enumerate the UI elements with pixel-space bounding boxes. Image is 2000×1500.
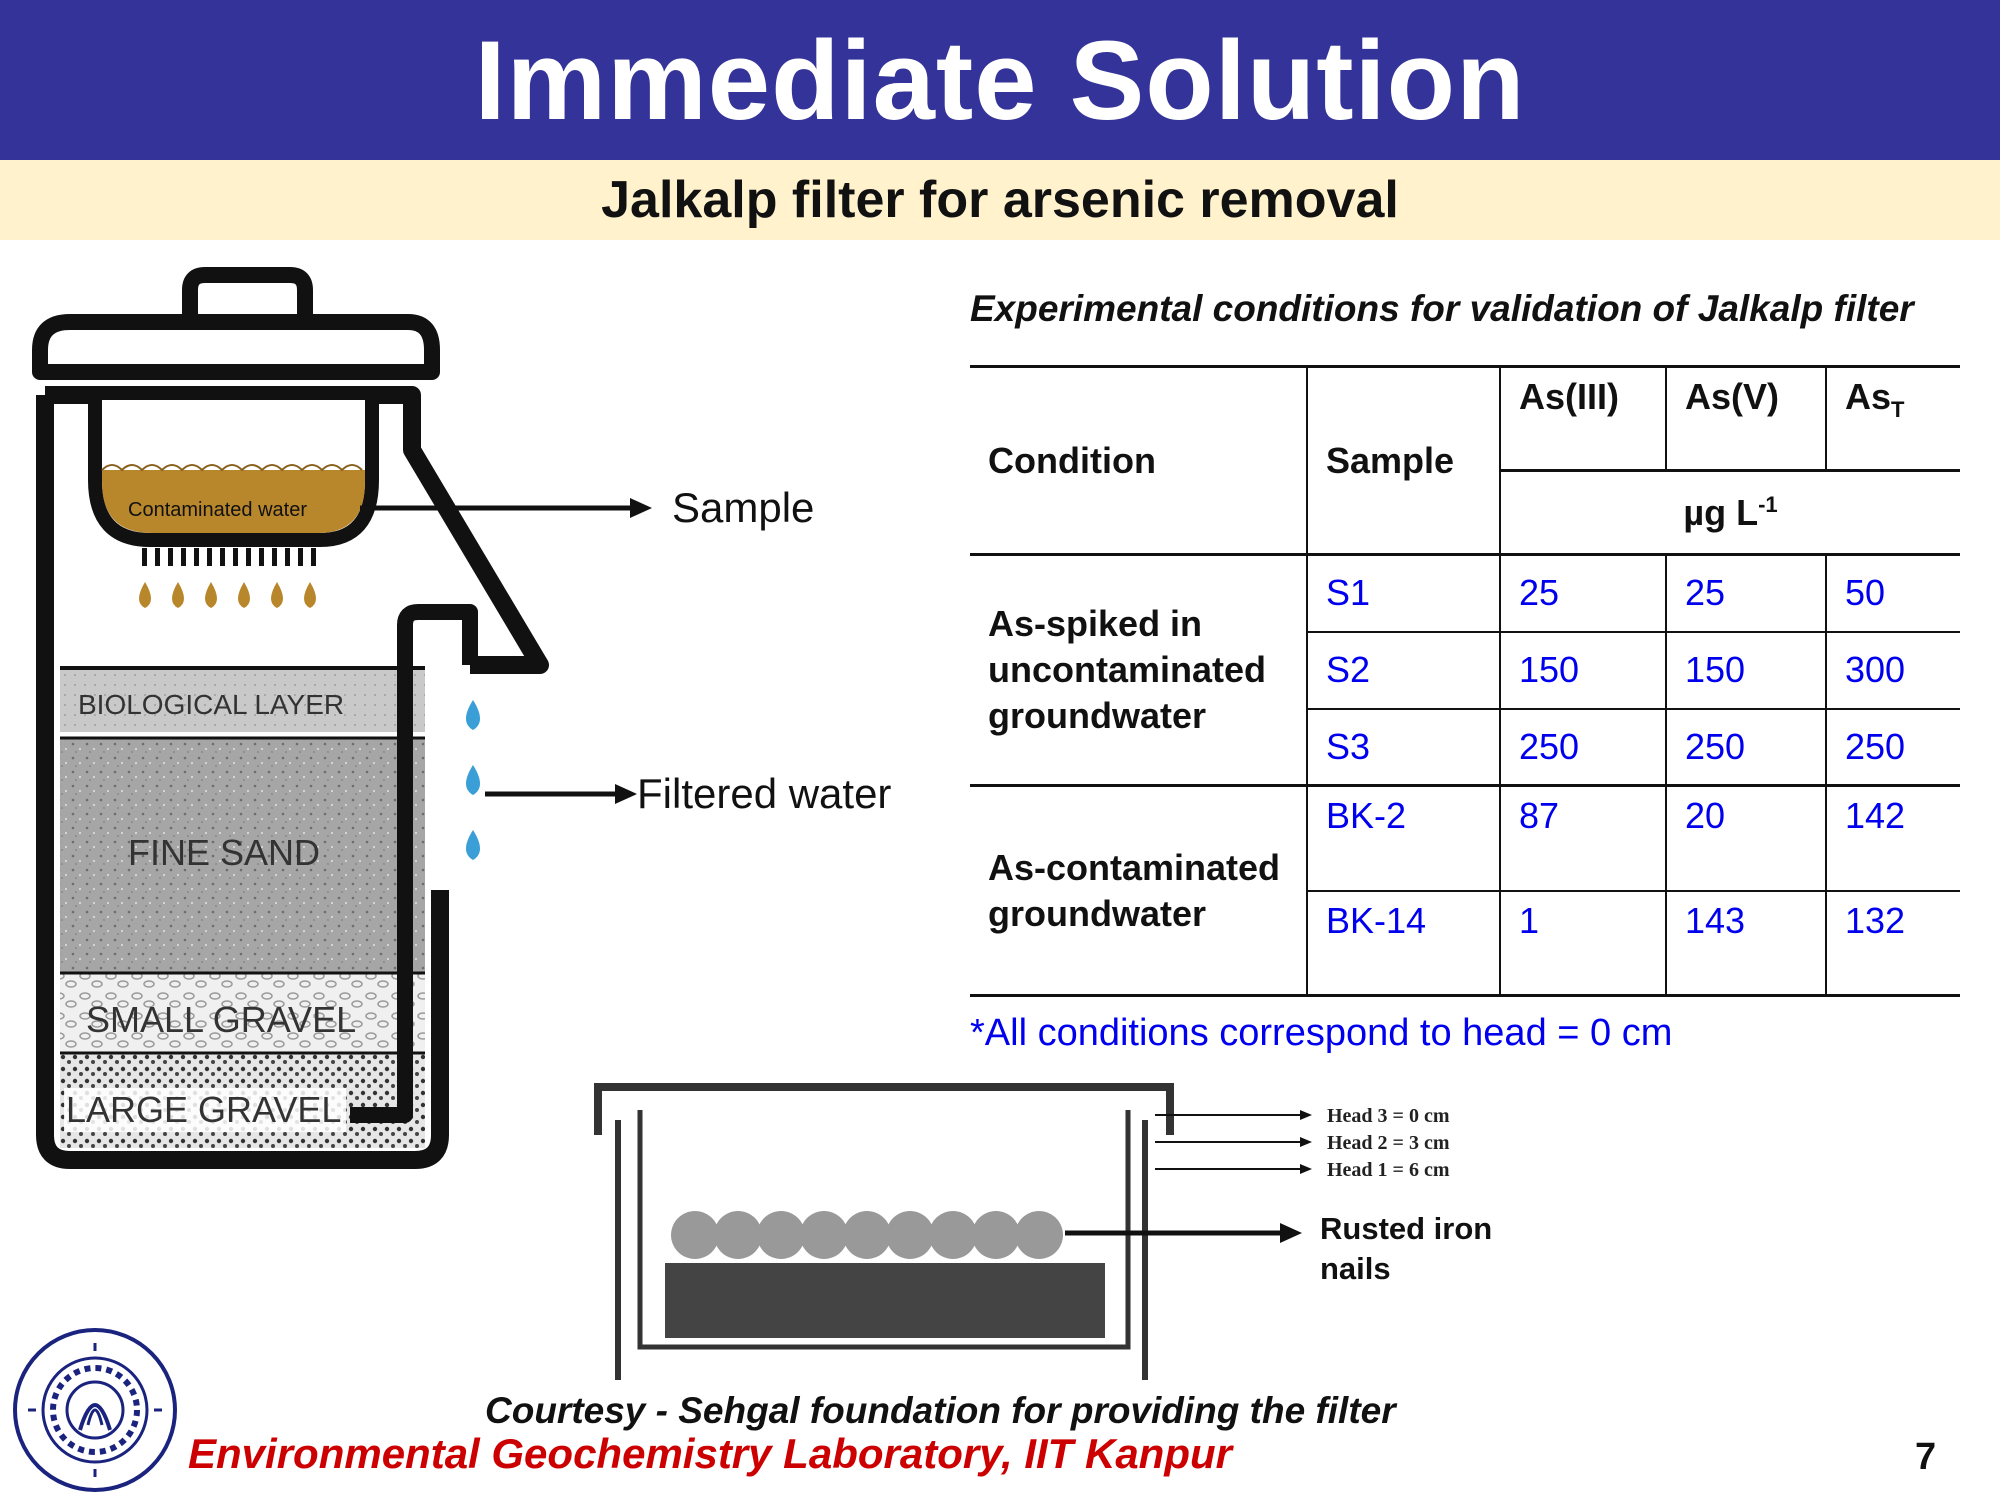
head-2-label: Head 2 = 3 cm [1327, 1132, 1450, 1154]
ast-cell: 50 [1826, 554, 1960, 633]
fine-sand-layer [60, 738, 425, 973]
table-row: S2 150 150 300 [970, 631, 1960, 710]
as3-cell: 87 [1500, 785, 1667, 892]
nails-label-line1: Rusted iron [1320, 1211, 1492, 1246]
ast-cell: 250 [1826, 708, 1960, 787]
as5-cell: 20 [1666, 785, 1827, 892]
header-unit: µg L-1 [1500, 470, 1960, 556]
filter-bed [665, 1263, 1105, 1338]
head-3-label: Head 3 = 0 cm [1327, 1105, 1450, 1127]
biological-layer [60, 668, 425, 732]
sample-cell: BK-14 [1307, 890, 1501, 997]
ast-cell: 142 [1826, 785, 1960, 892]
iron-nails-diagram: Head 3 = 0 cm Head 2 = 3 cm Head 1 = 6 c… [594, 1083, 1492, 1380]
table-row: As-contaminated groundwater BK-2 87 20 1… [970, 785, 1960, 997]
slide-subtitle: Jalkalp filter for arsenic removal [601, 171, 1399, 229]
condition-cell: As-contaminated groundwater [970, 785, 1308, 997]
sample-cell: BK-2 [1307, 785, 1501, 892]
table-caption: Experimental conditions for validation o… [970, 288, 1914, 329]
sample-cell: S2 [1307, 631, 1501, 710]
nails-label-line2: nails [1320, 1251, 1391, 1286]
layer-label-small-gravel: SMALL GRAVEL [86, 999, 356, 1040]
head-1-label: Head 1 = 6 cm [1327, 1159, 1450, 1181]
ast-cell: 300 [1826, 631, 1960, 710]
header-as3: As(III) [1500, 365, 1667, 472]
nail-balls [671, 1211, 1063, 1259]
conditions-table: Condition Sample As(III) As(V) AsT µg L-… [970, 365, 1960, 997]
table-row: BK-14 1 143 132 [970, 890, 1960, 997]
as3-cell: 25 [1500, 554, 1667, 633]
small-gravel-layer [60, 973, 425, 1053]
sample-cell: S1 [1307, 554, 1501, 633]
as5-cell: 143 [1666, 890, 1827, 997]
sample-cell: S3 [1307, 708, 1501, 787]
subtitle-bar: Jalkalp filter for arsenic removal [0, 160, 2000, 240]
condition-cell: As-spiked in uncontaminated groundwater [970, 554, 1308, 787]
filtered-water-drops [466, 700, 480, 860]
jalkalp-filter-diagram: Contaminated water Sample Filtered water… [32, 267, 891, 1169]
page-number: 7 [1915, 1436, 1937, 1478]
as3-cell: 150 [1500, 631, 1667, 710]
contaminated-water [102, 470, 365, 533]
header-ast: AsT [1826, 365, 1960, 472]
as3-cell: 1 [1500, 890, 1667, 997]
table-row: S3 250 250 250 [970, 708, 1960, 787]
sample-label: Sample [672, 484, 814, 531]
header-sample: Sample [1307, 365, 1501, 556]
as5-cell: 150 [1666, 631, 1827, 710]
slide-title: Immediate Solution [474, 17, 1526, 143]
filtered-water-label: Filtered water [637, 770, 891, 817]
layer-label-biological: BIOLOGICAL LAYER [78, 689, 344, 720]
table-note: *All conditions correspond to head = 0 c… [970, 1012, 1673, 1054]
as5-cell: 250 [1666, 708, 1827, 787]
layer-label-large-gravel: LARGE GRAVEL [66, 1089, 341, 1130]
courtesy-text: Courtesy - Sehgal foundation for providi… [485, 1390, 1396, 1431]
lab-name: Environmental Geochemistry Laboratory, I… [188, 1430, 1232, 1477]
header-as5: As(V) [1666, 365, 1827, 472]
iit-kanpur-logo [13, 1328, 177, 1492]
table-row: As-spiked in uncontaminated groundwater … [970, 554, 1960, 787]
title-bar: Immediate Solution [0, 0, 2000, 160]
contaminated-water-label: Contaminated water [128, 499, 307, 521]
as5-cell: 25 [1666, 554, 1827, 633]
as3-cell: 250 [1500, 708, 1667, 787]
header-condition: Condition [970, 365, 1308, 556]
ast-cell: 132 [1826, 890, 1960, 997]
contaminated-drops [139, 582, 316, 608]
layer-label-fine-sand: FINE SAND [128, 832, 320, 873]
